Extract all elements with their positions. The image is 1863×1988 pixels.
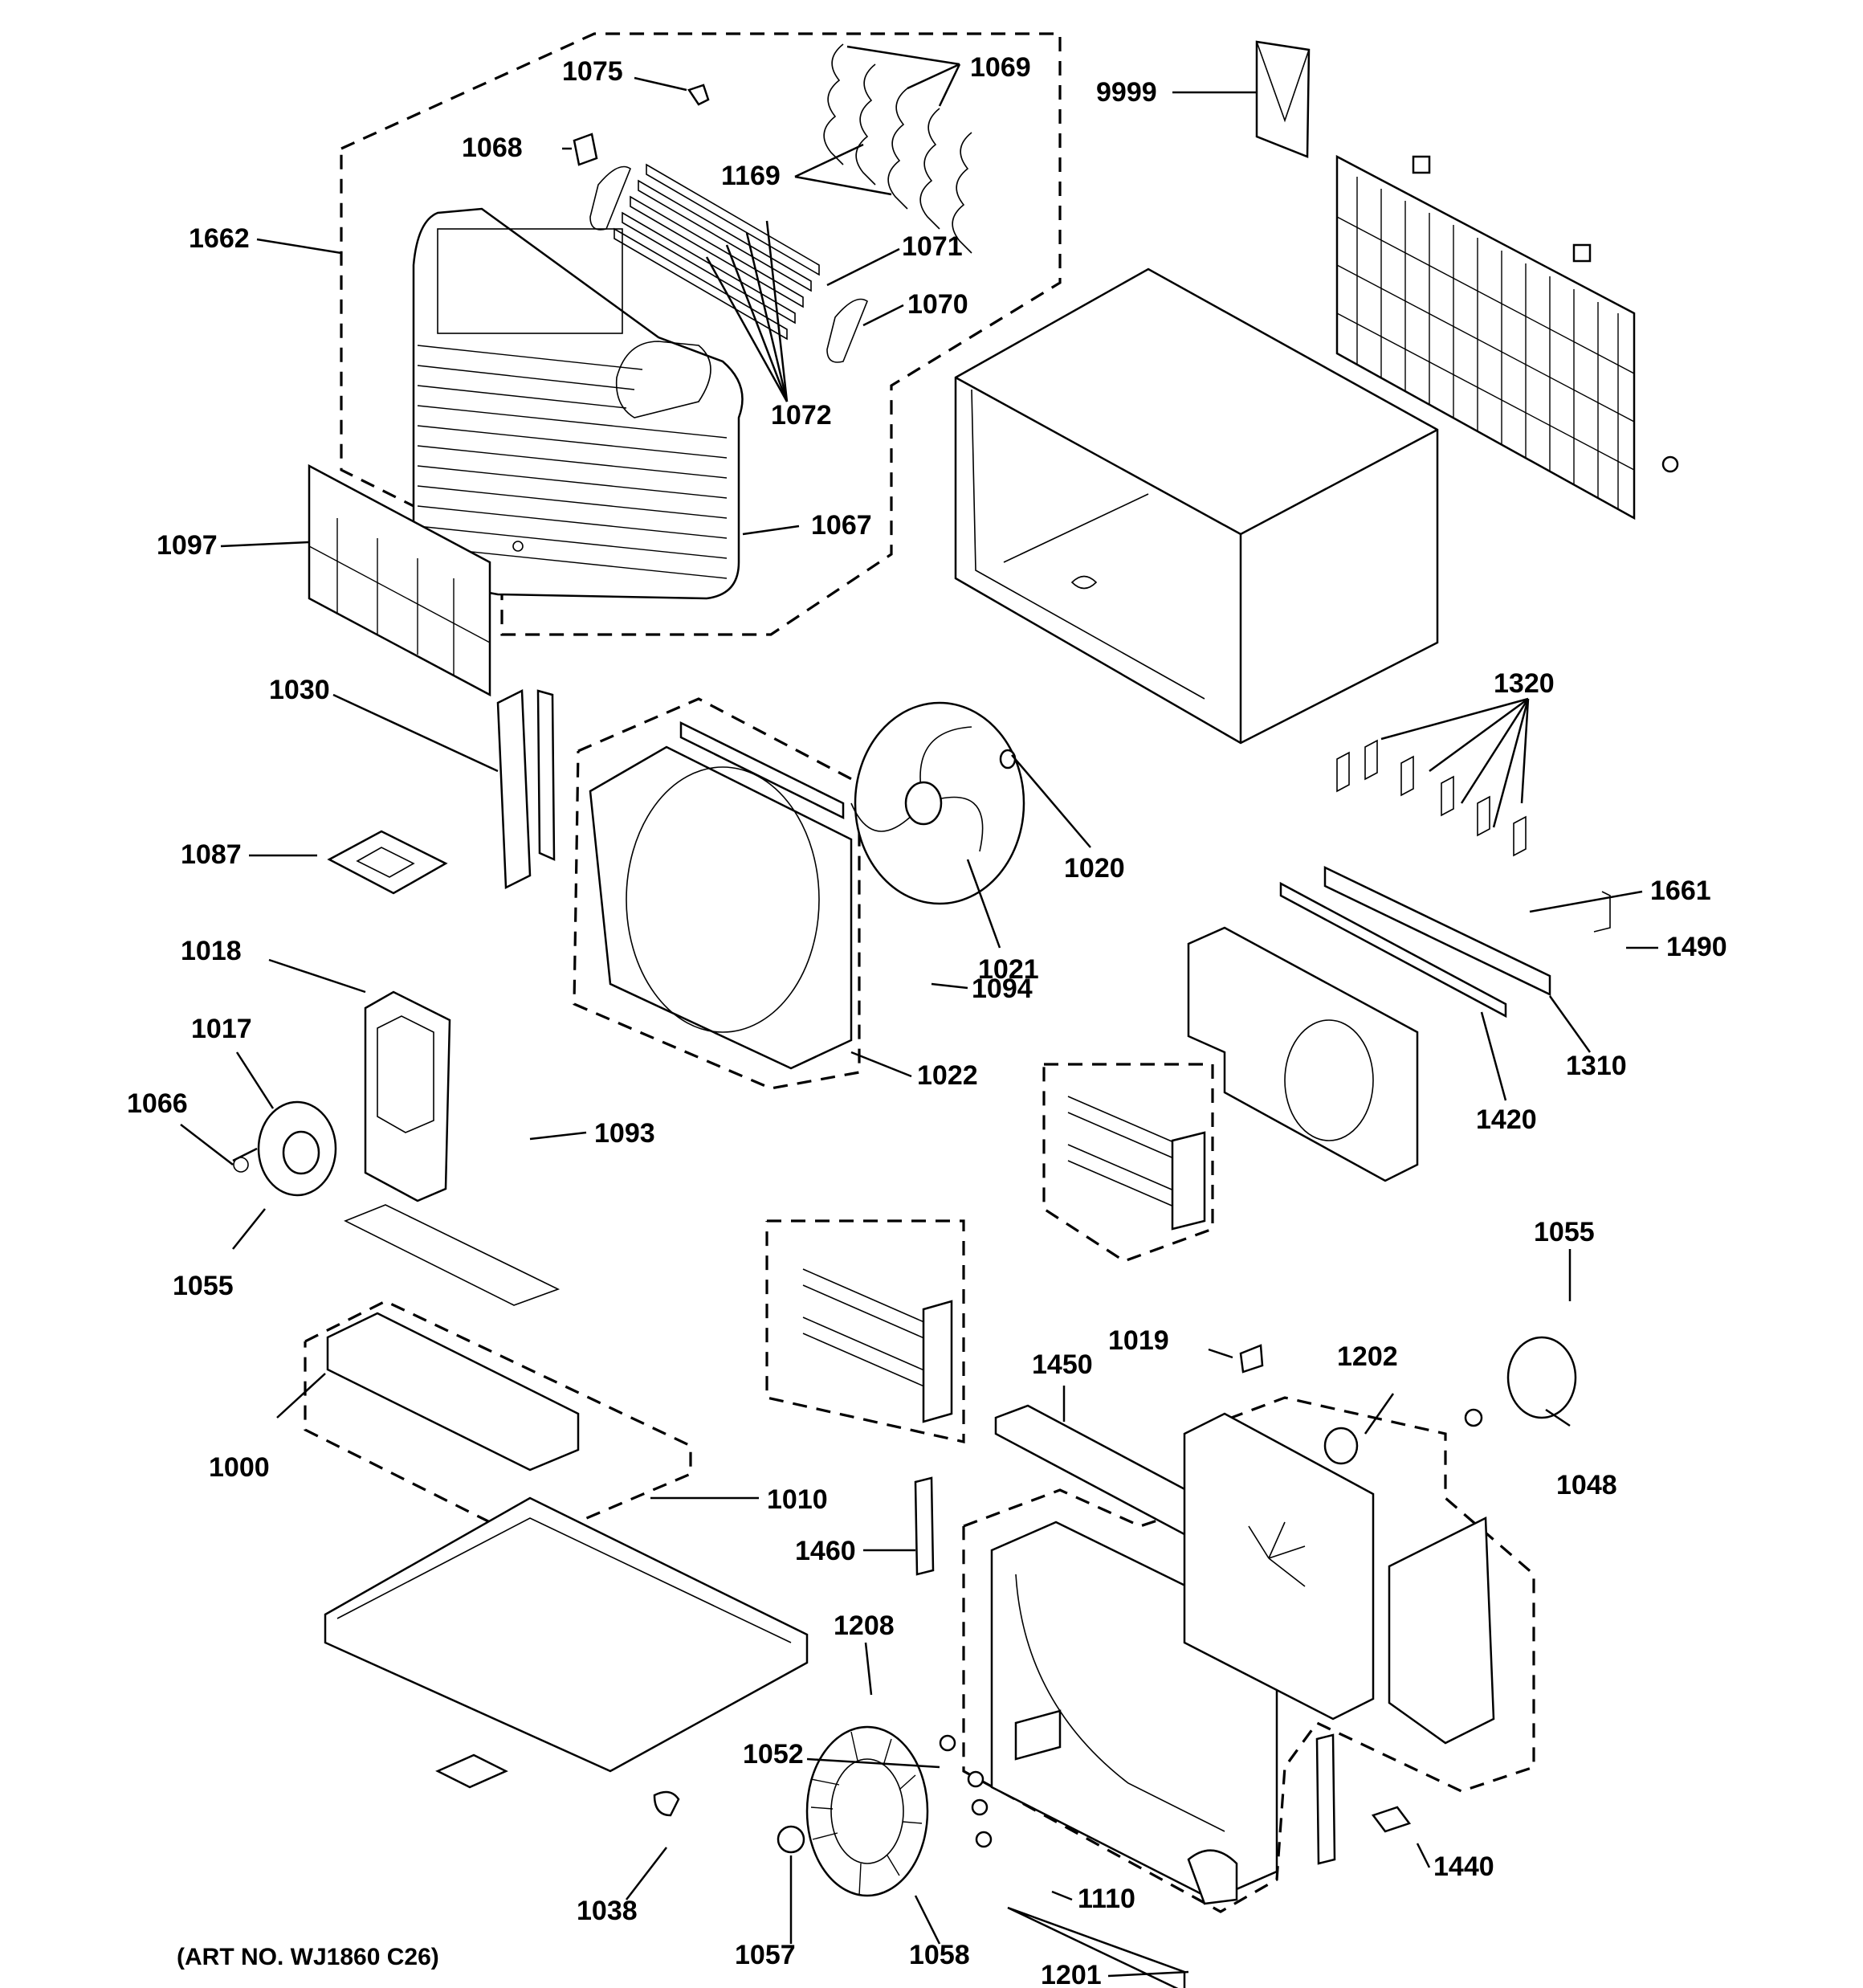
misc-hardware (914, 1336, 1577, 1988)
condenser-fan (850, 701, 1025, 905)
callout-1420: 1420 (1476, 1104, 1537, 1135)
callout-1021: 1021 (978, 954, 1039, 985)
callout-1068: 1068 (462, 133, 523, 163)
callout-1071: 1071 (902, 231, 963, 262)
condenser-shroud (573, 697, 861, 1090)
callout-1019: 1019 (1108, 1325, 1169, 1356)
front-grille-assembly (340, 32, 1062, 636)
callout-1010: 1010 (767, 1484, 828, 1515)
blower-wheel (777, 1725, 929, 1897)
callout-1440: 1440 (1433, 1851, 1494, 1882)
callout-1069: 1069 (970, 52, 1031, 83)
callout-1058: 1058 (909, 1940, 970, 1970)
callout-labels: 1075 1069 9999 1068 1169 1662 1071 1070 … (127, 52, 1727, 1988)
callout-1017: 1017 (191, 1014, 252, 1044)
motor-mount (364, 990, 451, 1202)
callout-1067: 1067 (811, 510, 872, 541)
heater-assembly-lower (765, 1219, 965, 1443)
callout-1450: 1450 (1032, 1349, 1093, 1380)
callout-1310: 1310 (1566, 1051, 1627, 1081)
callout-1110: 1110 (1078, 1884, 1135, 1914)
side-bracket (496, 689, 556, 889)
callout-1022: 1022 (917, 1060, 978, 1091)
callout-1075: 1075 (562, 56, 623, 87)
rear-grille (1335, 154, 1679, 520)
mounting-plate (327, 830, 448, 895)
callout-1030: 1030 (269, 675, 330, 705)
callout-1052: 1052 (743, 1739, 804, 1770)
callout-1202: 1202 (1337, 1341, 1398, 1372)
callout-1169: 1169 (721, 161, 781, 191)
callout-1460: 1460 (795, 1536, 856, 1566)
callout-1097: 1097 (157, 530, 218, 561)
air-filter (308, 463, 491, 697)
callout-1320: 1320 (1494, 668, 1555, 699)
callout-1201: 1201 (1041, 1960, 1102, 1988)
callout-1048: 1048 (1556, 1470, 1617, 1500)
callout-1000: 1000 (209, 1452, 270, 1483)
callout-1661: 1661 (1650, 876, 1711, 906)
fan-motor (232, 1100, 337, 1197)
owners-manual (1255, 40, 1311, 158)
callout-1070: 1070 (907, 289, 968, 320)
callout-9999: 9999 (1096, 77, 1157, 108)
callout-1208: 1208 (834, 1610, 895, 1641)
callout-1018: 1018 (181, 936, 242, 966)
callout-1093: 1093 (594, 1118, 655, 1149)
partition-panel (1187, 739, 1611, 1182)
cabinet-wrap (954, 267, 1439, 745)
callout-1662: 1662 (189, 223, 250, 254)
callout-1055-right: 1055 (1534, 1217, 1595, 1247)
callout-1087: 1087 (181, 839, 242, 870)
callout-1055-left: 1055 (173, 1271, 234, 1301)
callout-1020: 1020 (1064, 853, 1125, 884)
leader-lines (180, 45, 1658, 1978)
heater-assembly-upper (1042, 1063, 1214, 1263)
callout-1072: 1072 (771, 400, 832, 431)
art-number: (ART NO. WJ1860 C26) (177, 1944, 439, 1970)
callout-1490: 1490 (1666, 932, 1727, 962)
base-pan (304, 1204, 809, 1817)
blower-housing (962, 1396, 1535, 1913)
callout-1066: 1066 (127, 1088, 188, 1119)
callout-1094: 1094 (972, 974, 1033, 1004)
callout-1038: 1038 (577, 1896, 638, 1926)
callout-1057: 1057 (735, 1940, 796, 1970)
